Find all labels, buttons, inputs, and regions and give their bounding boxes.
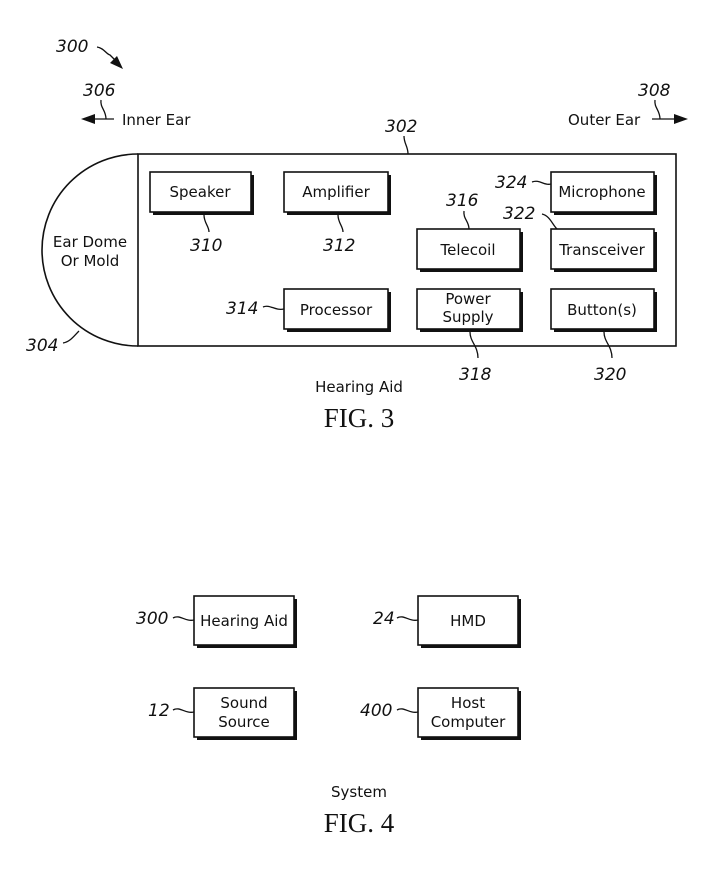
ref-300-system-leader <box>172 616 195 621</box>
telecoil-label: Telecoil <box>440 241 496 259</box>
buttons-label: Button(s) <box>567 301 637 319</box>
processor-label: Processor <box>300 301 373 319</box>
component-buttons: Button(s) <box>550 288 657 332</box>
sound-source-label-line1: Sound <box>220 694 267 712</box>
ear-dome-label-line1: Ear Dome <box>53 233 127 251</box>
component-processor: Processor <box>283 288 391 332</box>
ref-316: 316 <box>446 191 479 211</box>
ref-304: 304 <box>26 336 58 356</box>
component-transceiver: Transceiver <box>550 228 657 272</box>
ref-302: 302 <box>385 117 417 137</box>
fig3-title: FIG. 3 <box>324 403 395 433</box>
ref-312-leader <box>337 214 344 233</box>
hearing-aid-housing <box>137 153 677 347</box>
hearing-aid-label: Hearing Aid <box>200 612 288 630</box>
component-telecoil: Telecoil <box>416 228 523 272</box>
ref-300-system: 300 <box>136 609 168 629</box>
sound-source-label-line2: Source <box>218 713 270 731</box>
ref-312: 312 <box>323 236 355 256</box>
ref-322-leader <box>541 213 558 230</box>
ref-304-leader <box>62 330 80 344</box>
sound-source-box <box>193 687 295 738</box>
ear-dome-label-line2: Or Mold <box>61 252 120 270</box>
ref-12-leader <box>172 708 195 713</box>
ref-318: 318 <box>459 365 492 385</box>
ref-314: 314 <box>226 299 258 319</box>
host-computer-label-line2: Computer <box>431 713 506 731</box>
ref-308: 308 <box>638 81 671 101</box>
host-computer-label-line1: Host <box>451 694 485 712</box>
figure-3: 300 306 Inner Ear 308 Outer Ear 302 Ear … <box>26 37 688 433</box>
ref-310-leader <box>203 214 210 233</box>
ref-300: 300 <box>56 37 88 57</box>
transceiver-box <box>550 228 655 270</box>
speaker-box <box>149 171 252 213</box>
component-microphone: Microphone <box>550 171 657 215</box>
outer-ear-label: Outer Ear <box>568 111 641 129</box>
inner-ear-arrow <box>81 114 114 124</box>
transceiver-label: Transceiver <box>558 241 645 259</box>
component-speaker: Speaker <box>149 171 254 215</box>
telecoil-box <box>416 228 521 270</box>
ref-24: 24 <box>373 609 395 629</box>
figure-4: Hearing Aid 300 HMD 24 Sound Source 12 H… <box>136 595 521 838</box>
system-host-computer: Host Computer <box>417 687 521 740</box>
ref-400: 400 <box>360 701 392 721</box>
buttons-box <box>550 288 655 330</box>
ref-322: 322 <box>503 204 535 224</box>
speaker-label: Speaker <box>169 183 231 201</box>
microphone-label: Microphone <box>558 183 645 201</box>
fig3-caption: Hearing Aid <box>315 378 403 396</box>
microphone-box <box>550 171 655 213</box>
ref-308-leader <box>654 99 661 120</box>
ref-300-arrowhead-icon <box>110 56 123 69</box>
power-supply-label-line2: Supply <box>442 308 493 326</box>
system-hmd: HMD <box>417 595 521 648</box>
ref-318-leader <box>469 331 479 359</box>
arrow-right-icon <box>674 114 688 124</box>
fig4-caption: System <box>331 783 387 801</box>
arrow-left-icon <box>81 114 95 124</box>
component-amplifier: Amplifier <box>283 171 391 215</box>
ref-300-leader <box>96 46 119 64</box>
ref-316-leader <box>463 210 470 230</box>
ref-320: 320 <box>594 365 626 385</box>
amplifier-label: Amplifier <box>302 183 370 201</box>
ref-310: 310 <box>190 236 222 256</box>
fig4-title: FIG. 4 <box>324 808 395 838</box>
system-hearing-aid: Hearing Aid <box>193 595 297 648</box>
ref-24-leader <box>396 616 419 621</box>
ref-302-leader <box>403 135 409 155</box>
ref-306: 306 <box>83 81 116 101</box>
ref-314-leader <box>262 305 285 311</box>
hmd-box <box>417 595 519 646</box>
ref-324: 324 <box>495 173 527 193</box>
ref-324-leader <box>531 180 552 186</box>
amplifier-box <box>283 171 389 213</box>
system-sound-source: Sound Source <box>193 687 297 740</box>
inner-ear-label: Inner Ear <box>122 111 191 129</box>
ref-306-leader <box>100 99 107 120</box>
outer-ear-arrow <box>652 114 688 124</box>
ref-400-leader <box>396 708 419 713</box>
hmd-label: HMD <box>450 612 486 630</box>
ref-320-leader <box>603 331 613 359</box>
ear-dome <box>41 153 139 347</box>
power-supply-box <box>416 288 521 330</box>
ref-12: 12 <box>148 701 170 721</box>
component-power-supply: Power Supply <box>416 288 523 332</box>
power-supply-label-line1: Power <box>445 290 491 308</box>
